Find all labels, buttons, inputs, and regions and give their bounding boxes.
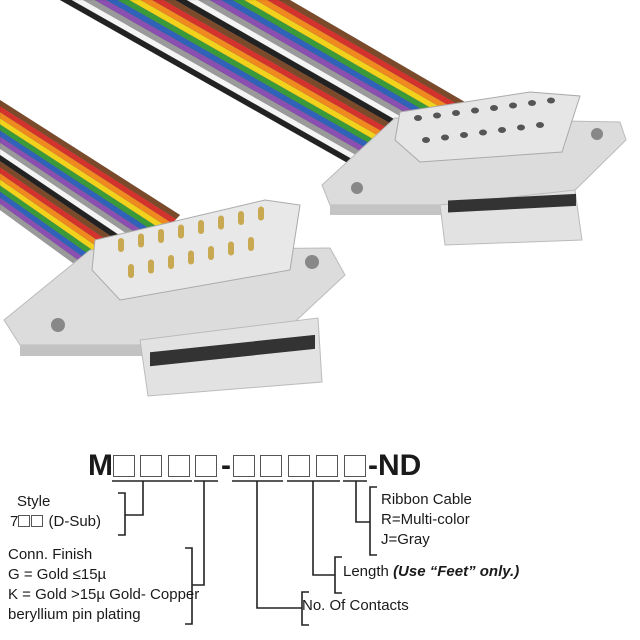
- part-number-dash: -: [221, 449, 231, 482]
- socket-hole: [528, 100, 536, 106]
- socket-hole: [452, 110, 460, 116]
- pin-contact: [248, 237, 254, 251]
- length-callout: [312, 481, 342, 594]
- pin-contact: [208, 246, 214, 260]
- socket-hole: [433, 112, 441, 119]
- left-connector-shell: [91, 199, 301, 301]
- cable-assembly-illustration: [0, 0, 627, 397]
- style-callout: [118, 481, 144, 536]
- right-connector-shell: [394, 91, 581, 163]
- code-box-style-1: [113, 455, 135, 477]
- pin-contact: [228, 241, 234, 256]
- style-prefix: 7: [10, 513, 19, 530]
- contacts-callout: [256, 481, 309, 626]
- pin-contact: [178, 224, 184, 239]
- pin-contact: [188, 250, 194, 265]
- pin-contact: [258, 206, 264, 221]
- socket-hole: [471, 107, 479, 114]
- length-text: Length: [343, 563, 389, 580]
- right-cable-entry: [448, 193, 576, 213]
- right-mount-hole: [591, 128, 603, 140]
- pin-contact: [118, 238, 124, 252]
- pin-contact: [218, 215, 224, 230]
- code-box-length-2: [316, 455, 338, 477]
- ribbon-label: Ribbon Cable: [381, 491, 472, 508]
- socket-hole: [414, 115, 422, 121]
- style-label: Style: [17, 493, 51, 510]
- code-box-style-2: [140, 455, 162, 477]
- length-label: Length (Use “Feet” only.): [343, 562, 519, 582]
- contacts-label: No. Of Contacts: [302, 597, 409, 614]
- placeholder-box: [18, 515, 31, 527]
- finish-k: K = Gold >15µ Gold- Copper: [8, 586, 200, 603]
- socket-hole: [490, 105, 498, 111]
- socket-hole: [479, 129, 487, 136]
- pin-contact: [168, 255, 174, 269]
- left-cable-entry: [150, 334, 315, 367]
- code-box-finish: [195, 455, 217, 477]
- left-connector: [3, 199, 346, 397]
- right-mount-hole: [351, 182, 363, 194]
- style-value: 7 (D-Sub): [10, 512, 101, 532]
- pin-contact: [148, 259, 154, 274]
- pin-contacts: [118, 206, 264, 278]
- finish-k-note: beryllium pin plating: [8, 606, 141, 623]
- pin-contact: [138, 233, 144, 248]
- pin-contact: [158, 229, 164, 243]
- socket-holes: [414, 97, 555, 143]
- socket-hole: [460, 132, 468, 138]
- socket-hole: [441, 134, 449, 141]
- code-box-ribbon: [344, 455, 366, 477]
- part-number-prefix: M: [88, 449, 113, 482]
- ribbon-callout: [355, 481, 377, 556]
- style-suffix: (D-Sub): [48, 513, 102, 530]
- socket-hole: [498, 127, 506, 133]
- socket-hole: [509, 102, 517, 109]
- left-mount-hole: [51, 318, 65, 332]
- finish-label: Conn. Finish: [8, 546, 93, 563]
- part-number-suffix: -ND: [368, 449, 422, 482]
- right-connector: [321, 91, 627, 246]
- socket-hole: [517, 124, 525, 131]
- finish-g: G = Gold ≤15µ: [8, 566, 107, 583]
- socket-hole: [547, 97, 555, 104]
- finish-callout: [185, 481, 205, 625]
- socket-hole: [422, 137, 430, 143]
- placeholder-box: [31, 515, 44, 527]
- code-box-length-1: [288, 455, 310, 477]
- ribbon-j: J=Gray: [381, 531, 430, 548]
- socket-hole: [536, 122, 544, 128]
- ribbon-r: R=Multi-color: [381, 511, 470, 528]
- pin-contact: [128, 264, 134, 278]
- length-note: (Use “Feet” only.): [393, 563, 520, 580]
- left-mount-hole: [305, 255, 319, 269]
- code-box-style-3: [168, 455, 190, 477]
- pin-contact: [198, 220, 204, 234]
- top-ribbon-cable: [59, 0, 471, 171]
- code-box-contacts-1: [233, 455, 255, 477]
- pin-contact: [238, 211, 244, 225]
- code-box-contacts-2: [260, 455, 282, 477]
